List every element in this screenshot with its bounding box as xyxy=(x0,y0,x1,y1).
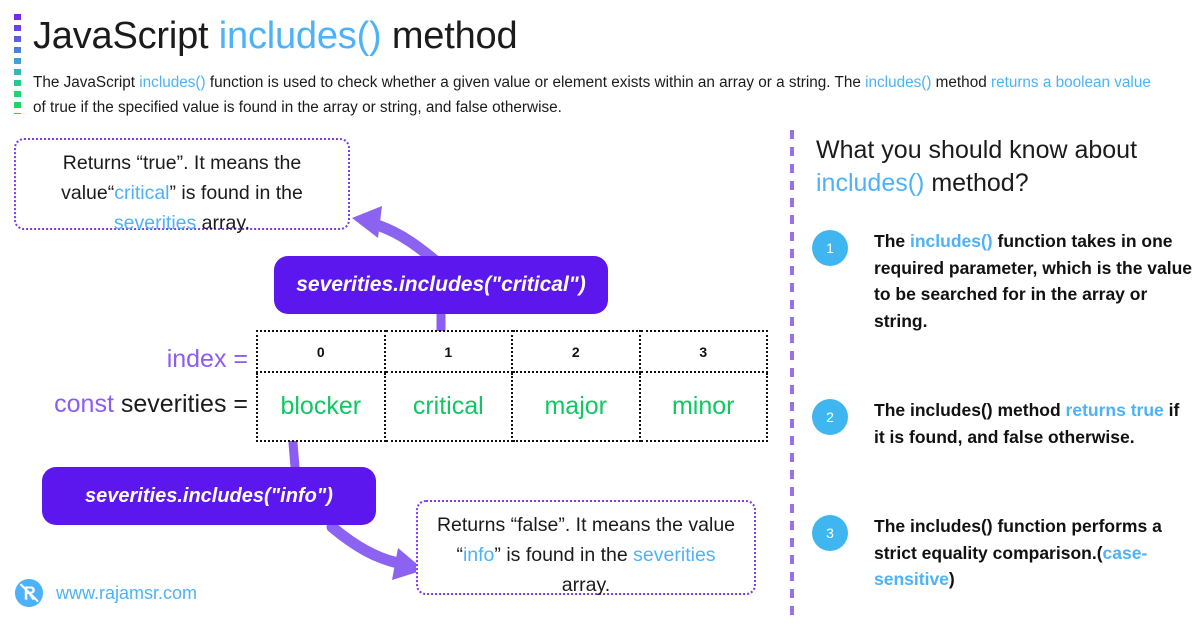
list-item-number-badge: 1 xyxy=(812,230,848,266)
header-accent-dotted-bar xyxy=(14,14,21,114)
array-index-cell: 2 xyxy=(511,330,641,373)
array-index-cell: 0 xyxy=(256,330,386,373)
table-row-indices: 0 1 2 3 xyxy=(256,330,768,373)
callout-returns-true: Returns “true”. It means the value“criti… xyxy=(14,138,350,234)
subtitle-seg-2: function is used to check whether a give… xyxy=(205,74,866,91)
list-item-2-pre: The includes() method xyxy=(874,400,1066,420)
right-pane-heading: What you should know about includes() met… xyxy=(816,134,1186,200)
array-value-cell: major xyxy=(511,371,641,442)
list-item-2-post: if it is found, and false otherwise. xyxy=(874,400,1180,447)
callout-true-quote-close: ” xyxy=(169,182,177,204)
subtitle-accent-1: includes() xyxy=(139,74,206,91)
connector-stub-icon-bottom xyxy=(288,438,300,472)
list-item-3-pre: The includes() function performs a stric… xyxy=(874,516,1162,563)
rajamsr-r-logo-icon xyxy=(14,578,44,608)
subtitle-seg-3: method xyxy=(931,74,991,91)
subtitle-accent-3: returns a boolean value xyxy=(990,74,1151,91)
callout-true-accent-severities: severities xyxy=(113,212,197,234)
list-item-text: The includes() function takes in one req… xyxy=(874,228,1194,334)
list-item-1-accent: includes() xyxy=(909,231,993,251)
footer-website-url[interactable]: www.rajamsr.com xyxy=(56,582,198,603)
curved-arrow-up-left-head xyxy=(352,206,382,238)
table-row-values: blocker critical major minor xyxy=(256,371,768,442)
list-item-1-post: function takes in one required parameter… xyxy=(874,231,1193,331)
title-accent: includes() xyxy=(218,15,382,57)
array-visualization: 0 1 2 3 blocker critical major minor xyxy=(256,330,768,442)
index-label: index = xyxy=(166,345,248,373)
page-title: JavaScript includes() method xyxy=(33,15,518,58)
callout-true-line1: Returns “true”. It means the value xyxy=(61,152,302,204)
array-index-cell: 3 xyxy=(638,330,768,373)
footer: www.rajamsr.com xyxy=(14,578,197,608)
code-pill-includes-critical[interactable]: severities.includes("critical") xyxy=(274,256,608,314)
callout-false-accent-info: info xyxy=(462,544,495,566)
callout-true-accent-critical: critical xyxy=(114,182,170,204)
list-item-text: The includes() method returns true if it… xyxy=(874,397,1194,450)
page-subtitle: The JavaScript includes() function is us… xyxy=(33,70,1163,120)
list-item-number-badge: 2 xyxy=(812,399,848,435)
callout-returns-false: Returns “false”. It means the value “inf… xyxy=(416,500,756,596)
array-table: 0 1 2 3 blocker critical major minor xyxy=(256,330,768,442)
callout-true-mid: is found in the xyxy=(176,182,303,204)
array-value-cell: critical xyxy=(383,371,513,442)
right-heading-seg-2: method? xyxy=(924,169,1029,197)
list-item-text: The includes() function performs a stric… xyxy=(874,513,1194,593)
pane-divider xyxy=(790,130,794,618)
callout-true-quote-open: “ xyxy=(107,182,115,204)
list-item-3-post: ) xyxy=(948,569,955,589)
list-item: 2 The includes() method returns true if … xyxy=(812,397,1194,450)
callout-false-accent-severities: severities xyxy=(633,544,716,566)
array-value-cell: blocker xyxy=(256,371,386,442)
right-heading-accent: includes() xyxy=(816,169,925,197)
list-item-1-pre: The xyxy=(874,231,910,251)
list-item-3-accent: case-sensitive xyxy=(874,542,1148,590)
curved-arrow-down-right-icon xyxy=(326,521,404,569)
const-keyword: const xyxy=(54,390,114,418)
callout-false-line1: Returns “false”. It means the xyxy=(436,514,683,536)
title-text-part2: method xyxy=(381,15,518,57)
const-variable-text: severities = xyxy=(113,390,248,418)
subtitle-seg-4: of true if the specified value is found … xyxy=(33,99,562,116)
list-item: 3 The includes() function performs a str… xyxy=(812,513,1194,593)
title-text-part1: JavaScript xyxy=(33,15,219,57)
list-item: 1 The includes() function takes in one r… xyxy=(812,228,1194,334)
list-item-number-badge: 3 xyxy=(812,515,848,551)
callout-true-tail: array. xyxy=(196,212,251,234)
callout-false-line2-post: ” is found in the xyxy=(494,544,628,566)
callout-false-tail: array. xyxy=(561,574,611,596)
right-heading-seg-1: What you should know about xyxy=(816,136,1138,164)
array-index-cell: 1 xyxy=(383,330,513,373)
array-value-cell: minor xyxy=(638,371,768,442)
callout-false-line2-pre: value “ xyxy=(456,514,736,566)
subtitle-seg-1: The JavaScript xyxy=(33,74,140,91)
const-declaration-label: const severities = xyxy=(0,390,248,419)
code-pill-includes-info[interactable]: severities.includes("info") xyxy=(42,467,376,525)
subtitle-accent-2: includes() xyxy=(865,74,932,91)
list-item-2-accent: returns true xyxy=(1065,400,1164,420)
